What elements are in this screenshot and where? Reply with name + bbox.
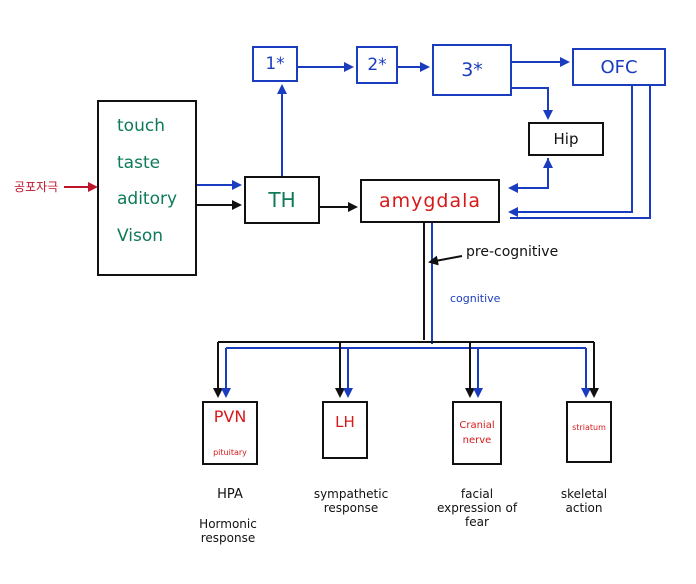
pituitary-label: pituitary [213, 448, 247, 457]
cortex-1-box: 1* [252, 46, 298, 82]
ofc-box: OFC [572, 48, 666, 86]
striatum-label: striatum [572, 423, 606, 432]
thalamus-box: TH [244, 176, 320, 224]
ofc-to-amygdala-1 [508, 86, 633, 217]
sense-touch: touch [117, 116, 165, 137]
cortex-2-label: 2* [367, 55, 387, 75]
striatum-box: striatum [566, 401, 612, 463]
lh-label: LH [335, 413, 355, 431]
cognitive-label: cognitive [450, 292, 501, 305]
pvn-box: PVN pituitary [202, 401, 258, 465]
facial-expression-caption: facial expression of fear [436, 487, 518, 529]
senses-box: touch taste aditory Vison [97, 100, 197, 276]
cortex-1-label: 1* [265, 54, 285, 74]
pvn-label: PVN [213, 407, 247, 426]
hpa-caption: HPA [217, 487, 243, 502]
cortex-3-label: 3* [461, 59, 483, 81]
sympathetic-response-caption: sympathetic response [313, 487, 389, 515]
hip-to-amygdala [508, 158, 549, 193]
amygdala-label: amygdala [378, 190, 482, 212]
thalamus-label: TH [268, 188, 296, 212]
cranial-nerve-box: Cranial nerve [452, 401, 502, 465]
c3-to-hip [512, 87, 553, 120]
sense-auditory: aditory [117, 189, 178, 210]
fear-stimulus-label: 공포자극 [14, 180, 59, 194]
cranial-nerve-label: Cranial nerve [459, 420, 495, 446]
precog-pointer [428, 255, 463, 266]
cortex-2-box: 2* [356, 46, 398, 84]
hippocampus-box: Hip [528, 122, 604, 156]
cortex-3-box: 3* [432, 44, 512, 96]
ofc-to-amygdala-2 [510, 86, 651, 219]
lh-box: LH [322, 401, 368, 459]
hormonic-response-caption: Hormonic response [199, 517, 257, 545]
pre-cognitive-label: pre-cognitive [466, 244, 559, 260]
ofc-label: OFC [600, 56, 638, 78]
hippocampus-label: Hip [553, 130, 579, 148]
sense-taste: taste [117, 152, 161, 173]
skeletal-action-caption: skeletal action [560, 487, 608, 515]
amygdala-box: amygdala [360, 179, 500, 223]
sense-vision: Vison [117, 225, 164, 246]
